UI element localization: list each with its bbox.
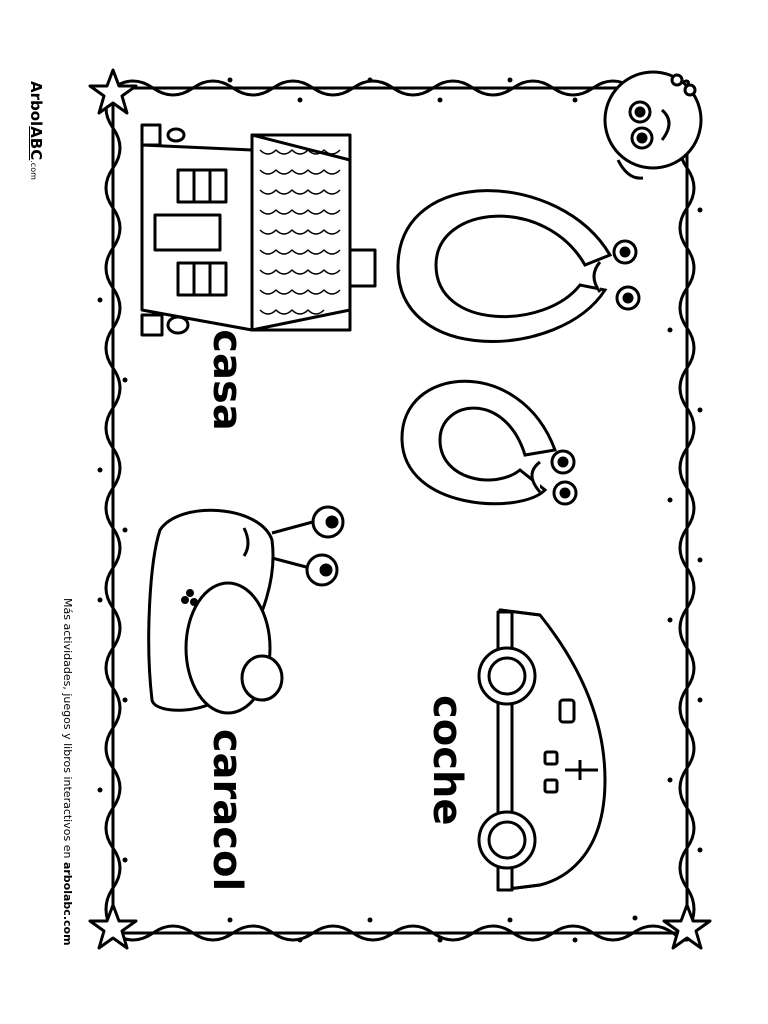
word-caracol: caracol: [204, 728, 250, 892]
footer-text: Más actividades, juegos y libros interac…: [58, 598, 74, 946]
star-icon: [662, 903, 712, 950]
brand-domain: .com: [29, 160, 38, 180]
uppercase-letter-c: [396, 189, 641, 343]
car-illustration: [477, 608, 607, 892]
star-icon: [88, 68, 138, 115]
brand-name: Arbol: [27, 81, 45, 127]
footer-site-link[interactable]: arbolabc.com: [61, 861, 74, 946]
corner-stars: [88, 68, 712, 950]
footer-prefix: Más actividades, juegos y libros interac…: [61, 598, 74, 859]
brand-logo: ArbolABC.com: [23, 81, 45, 181]
wavy-border: [104, 79, 696, 942]
word-casa: casa: [204, 329, 250, 431]
star-icon: [88, 903, 138, 950]
sparkle-stars: [97, 77, 703, 943]
brand-abc: ABC: [27, 126, 45, 161]
mascot-icon: [603, 70, 703, 180]
word-coche: coche: [424, 695, 470, 826]
house-illustration: [140, 123, 377, 337]
lowercase-letter-c: [400, 379, 578, 506]
snail-illustration: [147, 505, 345, 715]
